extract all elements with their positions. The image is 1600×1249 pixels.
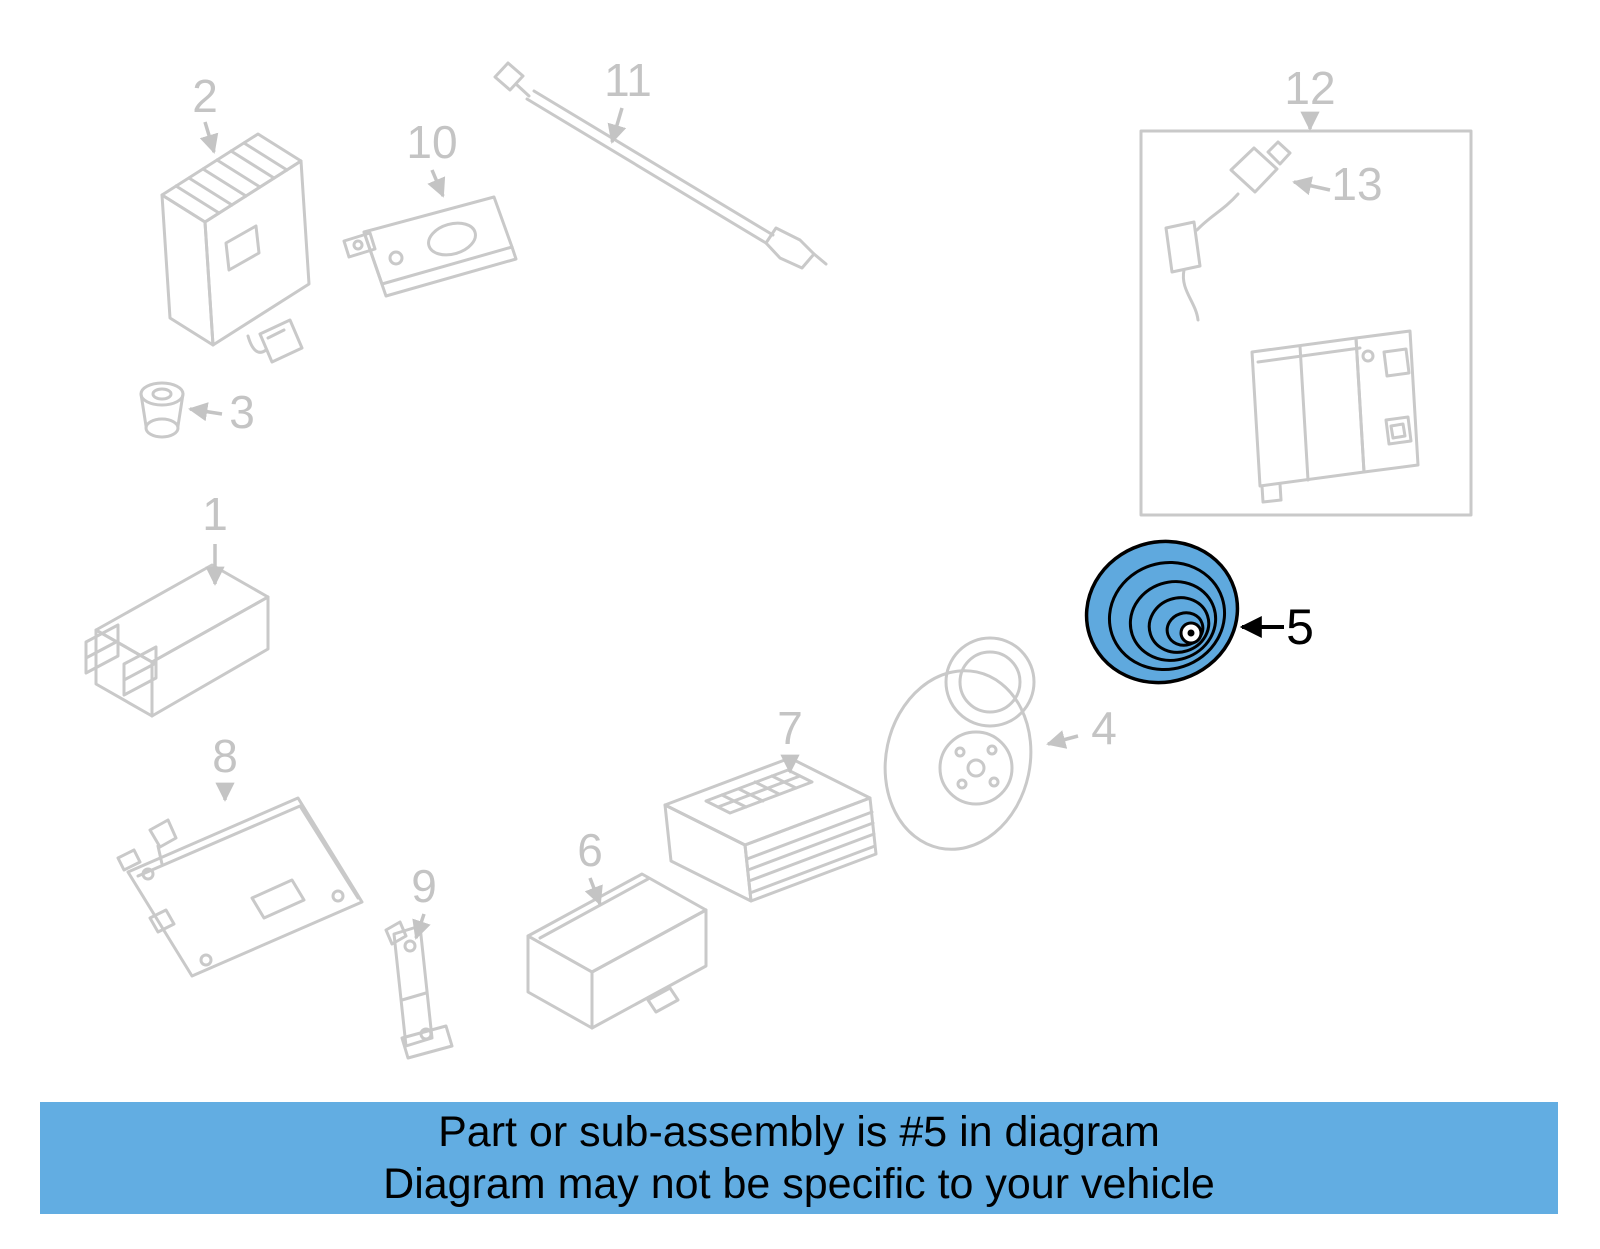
part-5-label: 5 — [1286, 599, 1314, 655]
part-4-drawing — [883, 636, 1036, 851]
part-3: 3 — [139, 381, 255, 439]
part-1: 1 — [84, 488, 270, 718]
part-3-label: 3 — [229, 386, 255, 438]
part-12-label: 12 — [1284, 62, 1335, 114]
part-4-arrow — [1046, 730, 1079, 749]
part-2-arrow — [199, 121, 219, 154]
part-13-label: 13 — [1331, 158, 1382, 210]
part-7: 7 — [663, 702, 878, 903]
part-9-label: 9 — [411, 860, 437, 912]
part-1-label: 1 — [202, 488, 228, 540]
part-13-arrow — [1292, 176, 1331, 196]
part-7-label: 7 — [777, 702, 803, 754]
part-9: 9 — [384, 860, 454, 1060]
part-5: 5 — [1084, 539, 1314, 685]
part-10-arrow — [427, 169, 446, 198]
part-10: 10 — [342, 116, 518, 298]
part-11-drawing — [493, 61, 828, 270]
part-9-arrow — [412, 913, 431, 940]
part-8-label: 8 — [212, 730, 238, 782]
part-10-label: 10 — [406, 116, 457, 168]
part-2-label: 2 — [192, 70, 218, 122]
part-8: 8 — [116, 730, 364, 978]
part-12: 12 13 — [1139, 62, 1473, 517]
banner-line-2: Diagram may not be specific to your vehi… — [383, 1160, 1215, 1208]
part-4-label: 4 — [1091, 702, 1117, 754]
part-6-label: 6 — [577, 824, 603, 876]
part-3-drawing — [139, 381, 185, 439]
part-7-drawing — [663, 756, 878, 903]
part-5-drawing — [1084, 539, 1240, 685]
part-12-drawing — [1139, 129, 1473, 517]
part-10-drawing — [342, 195, 518, 298]
part-9-drawing — [384, 920, 454, 1060]
info-banner: Part or sub-assembly is #5 in diagram Di… — [40, 1102, 1558, 1214]
part-4: 4 — [883, 636, 1117, 851]
part-11: 11 — [493, 54, 828, 270]
part-8-drawing — [116, 796, 364, 978]
part-6: 6 — [526, 824, 708, 1030]
part-11-arrow — [607, 107, 627, 144]
banner-line-1: Part or sub-assembly is #5 in diagram — [438, 1107, 1160, 1156]
part-2: 2 — [160, 70, 311, 364]
part-6-arrow — [584, 877, 603, 906]
part-6-drawing — [526, 872, 708, 1030]
part-1-drawing — [84, 563, 270, 718]
part-3-arrow — [188, 402, 223, 422]
part-11-label: 11 — [604, 54, 652, 106]
part-2-drawing — [160, 132, 311, 364]
